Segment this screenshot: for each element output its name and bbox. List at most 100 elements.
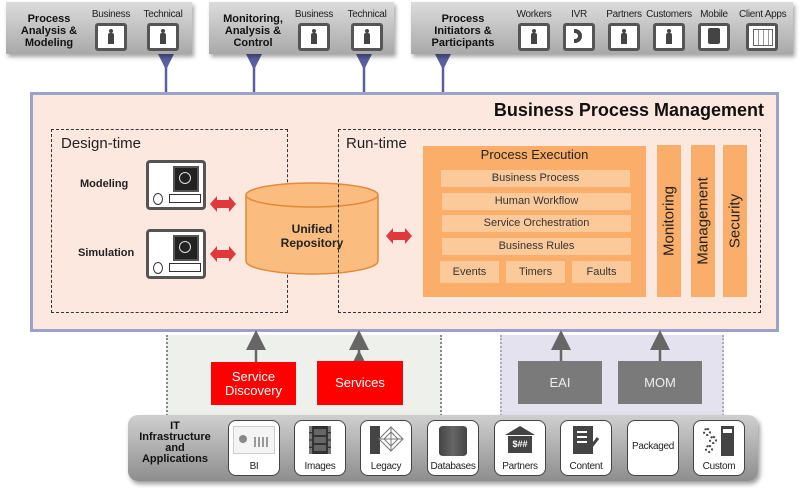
phone-icon xyxy=(574,29,582,43)
actor-workers: Workers xyxy=(511,9,557,51)
process-row[interactable]: Business Process xyxy=(441,170,630,187)
title-line: Infrastructure xyxy=(139,431,211,443)
actor-label: Business xyxy=(91,9,131,20)
group-title: Process Initiators & Participants xyxy=(431,13,495,49)
actor-label: Client Apps xyxy=(739,9,787,20)
top-group-monitoring: Monitoring, Analysis & Control Business … xyxy=(209,2,394,54)
bpm-panel: Business Process Management xyxy=(30,92,779,332)
actor-client-apps: Client Apps xyxy=(739,9,787,51)
bidirectional-arrow-icon xyxy=(386,228,412,244)
actor-business: Business xyxy=(291,9,337,51)
actor-label: Mobile xyxy=(700,9,728,20)
unified-repository[interactable] xyxy=(244,181,380,277)
mobile-icon xyxy=(708,28,720,44)
actor-label: Customers xyxy=(646,9,692,20)
repository-label: Unified Repository xyxy=(244,222,380,250)
actor-label: Business xyxy=(294,9,334,20)
top-group-analysis-modeling: Process Analysis & Modeling Business Tec… xyxy=(6,2,192,54)
app-label: Partners xyxy=(502,461,538,472)
gears-server-icon xyxy=(703,426,735,456)
actor-technical: Technical xyxy=(344,9,390,51)
modeling-label: Modeling xyxy=(80,178,129,190)
management-bar[interactable]: Management xyxy=(691,145,715,297)
app-databases[interactable]: Databases xyxy=(427,420,479,476)
app-packaged[interactable]: Packaged xyxy=(627,420,679,476)
actor-label: Workers xyxy=(516,9,552,20)
title-line: Applications xyxy=(141,453,208,465)
box-label: MOM xyxy=(644,375,676,390)
person-icon xyxy=(621,29,627,44)
app-content[interactable]: Content xyxy=(560,420,612,476)
services-box[interactable]: Services xyxy=(317,361,403,405)
process-row[interactable]: Human Workflow xyxy=(442,193,631,210)
app-images[interactable]: Images xyxy=(294,420,346,476)
person-icon xyxy=(531,29,537,44)
top-group-initiators: Process Initiators & Participants Worker… xyxy=(411,2,793,54)
run-time-region xyxy=(338,129,761,313)
security-bar[interactable]: Security xyxy=(723,145,747,297)
app-label: Packaged xyxy=(631,441,675,452)
infrastructure-bar: IT Infrastructure and Applications BI Im… xyxy=(128,415,758,481)
app-bi[interactable]: BI xyxy=(228,420,280,476)
app-label: Databases xyxy=(430,461,476,472)
app-label: Custom xyxy=(702,461,736,472)
actor-label: Technical xyxy=(143,9,183,20)
actor-label: Technical xyxy=(347,9,387,20)
dashboard-icon xyxy=(233,426,275,454)
actor-mobile: Mobile xyxy=(691,9,737,51)
box-label-line: Service xyxy=(231,368,276,384)
app-partners[interactable]: $## Partners xyxy=(494,420,546,476)
process-row[interactable]: Business Rules xyxy=(442,238,631,255)
actor-partners: Partners xyxy=(601,9,647,51)
bpm-title: Business Process Management xyxy=(493,100,764,120)
mom-box[interactable]: MOM xyxy=(618,361,702,404)
film-icon xyxy=(309,426,331,454)
actor-customers: Customers xyxy=(646,9,692,51)
app-label: Content xyxy=(569,461,603,472)
actor-label: IVR xyxy=(571,9,587,20)
app-legacy[interactable]: Legacy xyxy=(360,420,412,476)
actor-technical: Technical xyxy=(140,9,186,51)
process-row[interactable]: Service Orchestration xyxy=(442,215,631,232)
process-cell-timers[interactable]: Timers xyxy=(506,261,565,283)
person-icon xyxy=(311,29,317,44)
legacy-web-icon xyxy=(368,426,404,454)
actor-ivr: IVR xyxy=(556,9,602,51)
app-label: Legacy xyxy=(370,461,402,472)
bidirectional-arrow-icon xyxy=(210,246,236,262)
eai-box[interactable]: EAI xyxy=(518,361,602,404)
design-time-label: Design-time xyxy=(61,135,142,152)
actor-business: Business xyxy=(88,9,134,51)
partner-building-icon: $## xyxy=(505,426,535,454)
person-icon xyxy=(666,29,672,44)
modeling-tool[interactable] xyxy=(146,160,206,210)
group-title: Monitoring, Analysis & Control xyxy=(223,13,283,49)
bidirectional-arrow-icon xyxy=(210,196,236,212)
app-label: Images xyxy=(304,461,336,472)
client-apps-icon xyxy=(753,29,773,46)
app-label: BI xyxy=(249,461,259,472)
title-line: IT xyxy=(170,420,180,432)
person-icon xyxy=(160,29,166,44)
process-execution-title: Process Execution xyxy=(480,147,589,162)
repository-label-line: Unified xyxy=(291,222,333,236)
run-time-label: Run-time xyxy=(346,135,407,152)
person-icon xyxy=(108,29,114,44)
monitoring-bar[interactable]: Monitoring xyxy=(657,145,681,297)
person-icon xyxy=(364,29,370,44)
title-line: and xyxy=(165,442,185,454)
process-cell-events[interactable]: Events xyxy=(440,261,499,283)
document-check-icon xyxy=(573,426,599,456)
infrastructure-title: IT Infrastructure and Applications xyxy=(134,421,216,465)
box-label: EAI xyxy=(549,375,571,390)
app-custom[interactable]: Custom xyxy=(693,420,745,476)
box-label: Services xyxy=(335,375,385,390)
database-icon xyxy=(439,426,467,456)
process-cell-faults[interactable]: Faults xyxy=(572,261,631,283)
actor-label: Partners xyxy=(606,9,642,20)
group-title: Process Analysis & Modeling xyxy=(20,13,78,49)
process-execution-box: Process Execution Business Process Human… xyxy=(423,146,646,297)
simulation-tool[interactable] xyxy=(146,229,206,279)
